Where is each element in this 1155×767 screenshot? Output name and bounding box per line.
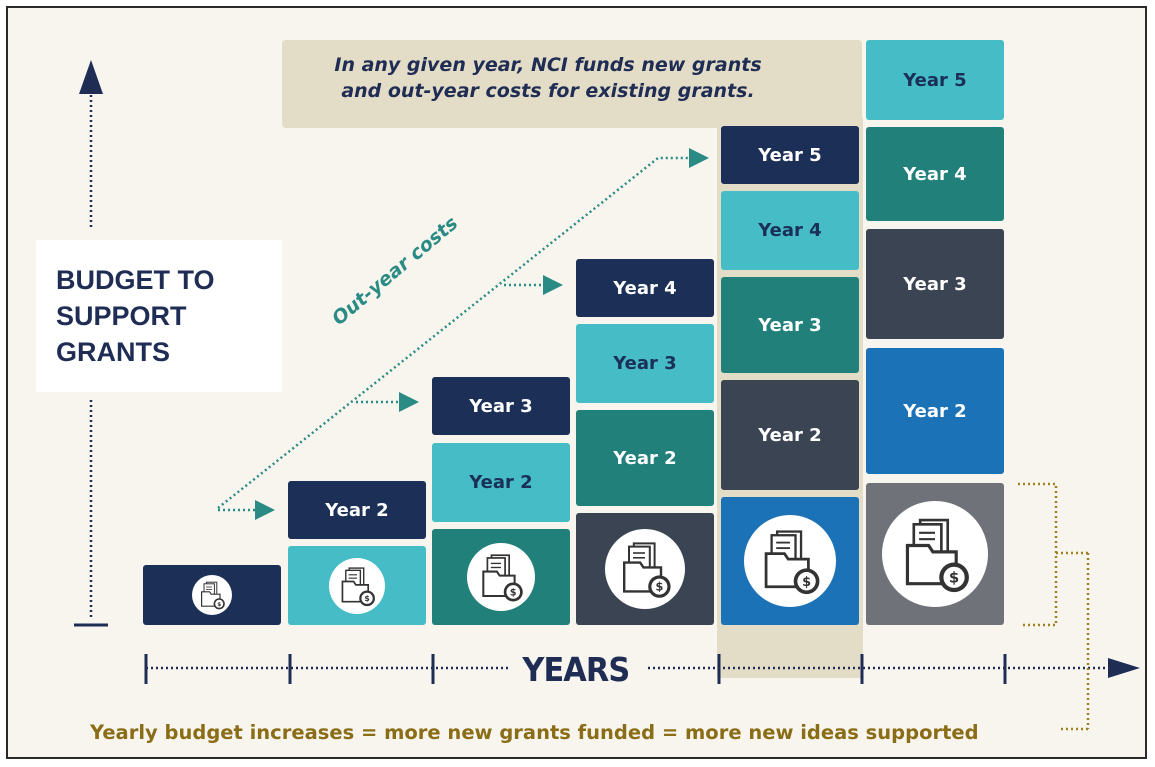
outyear-block-label: Year 3 <box>613 353 677 374</box>
grant-folder-dollar-icon: $ <box>744 515 836 607</box>
outyear-block-label: Year 3 <box>903 273 967 295</box>
new-grant-block: $ <box>288 546 426 625</box>
callout-line-2: and out-year costs for existing grants. <box>341 80 755 102</box>
outyear-block: Year 2 <box>721 380 859 490</box>
outyear-block-label: Year 2 <box>469 472 533 493</box>
outyear-block: Year 2 <box>576 410 714 506</box>
outyear-block: Year 5 <box>866 40 1004 120</box>
new-grant-block: $ <box>721 497 859 625</box>
outyear-block-label: Year 2 <box>613 447 677 469</box>
outyear-block: Year 2 <box>432 443 570 522</box>
budget-bracket <box>1018 482 1090 731</box>
svg-text:$: $ <box>656 581 664 594</box>
outyear-block-label: Year 4 <box>903 163 967 185</box>
outyear-block-label: Year 5 <box>758 144 822 166</box>
x-axis-arrowhead-icon <box>1108 658 1140 678</box>
new-grant-block: $ <box>143 565 281 625</box>
outyear-arrows <box>217 148 709 520</box>
outyear-block-label: Year 3 <box>469 395 533 417</box>
outyear-block: Year 3 <box>866 229 1004 339</box>
outyear-block: Year 4 <box>576 259 714 317</box>
outyear-block: Year 3 <box>576 324 714 403</box>
callout-box <box>282 40 862 128</box>
footer-caption: Yearly budget increases = more new grant… <box>90 721 979 744</box>
new-grant-block: $ <box>576 513 714 625</box>
callout-line-1: In any given year, NCI funds new grants <box>334 54 762 76</box>
svg-text:$: $ <box>364 594 369 603</box>
y-axis <box>74 60 108 627</box>
diagram-overlay <box>74 60 1140 731</box>
y-axis-label-line-3: GRANTS <box>56 337 170 367</box>
grant-folder-dollar-icon: $ <box>605 529 685 609</box>
grant-folder-dollar-icon: $ <box>329 557 385 614</box>
outyear-block: Year 4 <box>721 191 859 270</box>
svg-text:$: $ <box>217 602 221 608</box>
new-grant-block: $ <box>432 529 570 625</box>
outyear-block: Year 3 <box>721 277 859 373</box>
x-axis <box>144 654 1140 684</box>
outyear-block: Year 4 <box>866 127 1004 221</box>
outyear-block-label: Year 3 <box>758 314 822 336</box>
outyear-block-label: Year 2 <box>758 424 822 446</box>
outyear-block: Year 3 <box>432 377 570 435</box>
outyear-block-label: Year 2 <box>325 499 389 521</box>
new-grant-block: $ <box>866 483 1004 625</box>
x-axis-label: YEARS <box>522 650 630 689</box>
diagram-frame: In any given year, NCI funds new grants … <box>6 6 1147 759</box>
grant-folder-dollar-icon: $ <box>467 543 535 611</box>
outyear-block-label: Year 4 <box>613 277 677 299</box>
svg-text:$: $ <box>510 587 517 598</box>
grant-folder-dollar-icon: $ <box>192 575 232 615</box>
grant-folder-dollar-icon: $ <box>882 501 988 607</box>
outyear-block-label: Year 5 <box>903 69 967 91</box>
outyear-block-label: Year 2 <box>903 400 967 422</box>
svg-text:$: $ <box>949 570 959 587</box>
callout-text: In any given year, NCI funds new grants … <box>298 52 798 104</box>
y-axis-label: BUDGET TO SUPPORT GRANTS <box>56 262 256 370</box>
y-axis-label-line-2: SUPPORT <box>56 301 187 331</box>
outyear-block-label: Year 4 <box>758 220 822 241</box>
y-axis-arrowhead-icon <box>79 60 103 94</box>
budget-label-box <box>36 240 282 392</box>
outyear-block: Year 5 <box>721 126 859 184</box>
outyear-block: Year 2 <box>288 481 426 539</box>
outyear-block: Year 2 <box>866 348 1004 474</box>
y-axis-label-line-1: BUDGET TO <box>56 265 215 295</box>
svg-text:$: $ <box>802 575 811 590</box>
